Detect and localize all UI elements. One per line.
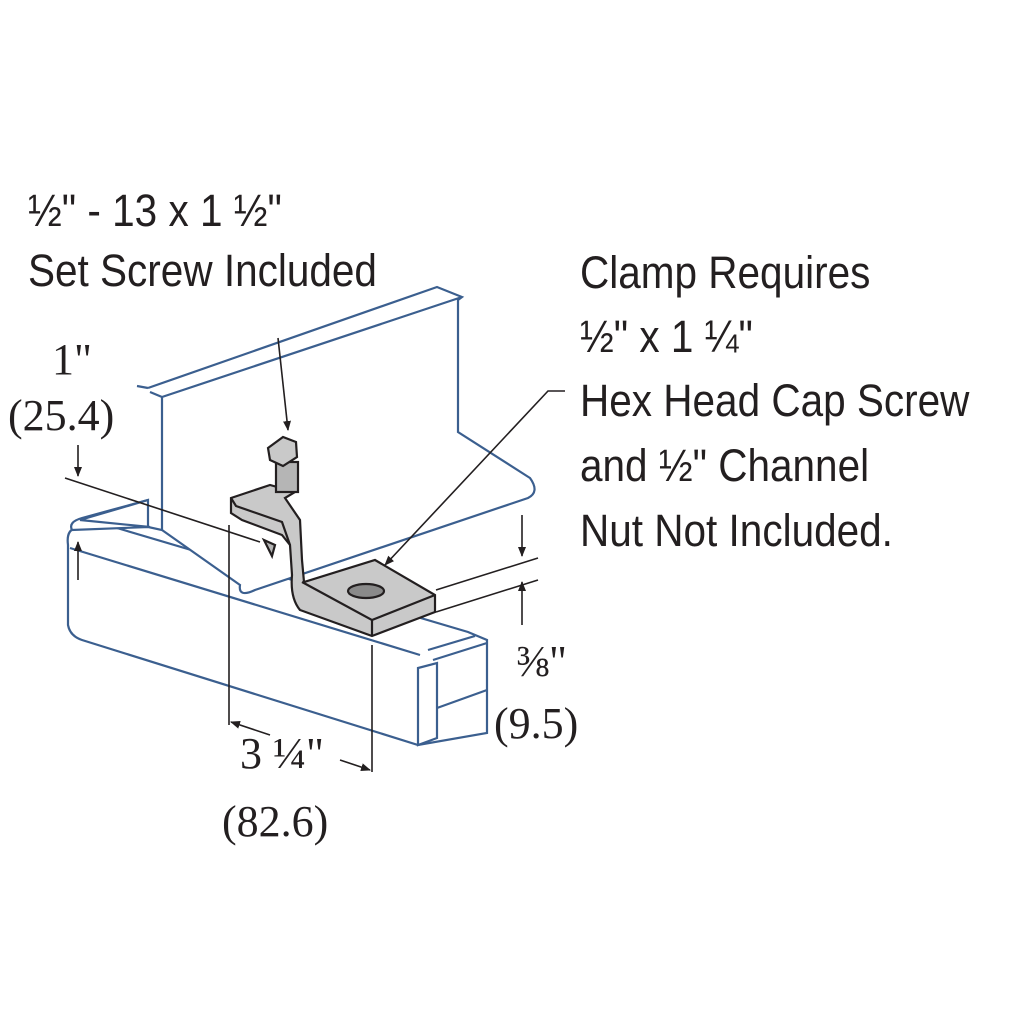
- beam-clamp: [229, 435, 437, 638]
- thickness-metric: (9.5): [494, 699, 579, 748]
- height-imperial: 1": [52, 335, 92, 384]
- height-metric: (25.4): [8, 391, 115, 440]
- length-imperial: 3 ¼": [240, 729, 324, 778]
- bolt-hole: [346, 582, 386, 600]
- clamp-note-line5: Nut Not Included.: [580, 505, 893, 556]
- clamp-note-line2: ½" x 1 ¼": [580, 311, 753, 362]
- strut-channel: [66, 518, 489, 747]
- set-screw-size: ½" - 13 x 1 ½": [28, 185, 282, 236]
- thickness-imperial: ⅜": [516, 637, 567, 686]
- clamp-note-line3: Hex Head Cap Screw: [580, 375, 970, 426]
- i-beam: [70, 285, 536, 595]
- screw-thread: [274, 460, 300, 494]
- dimension-lines: [64, 337, 565, 772]
- screw-head: [266, 435, 299, 468]
- length-metric: (82.6): [222, 797, 329, 846]
- clamp-note-line1: Clamp Requires: [580, 247, 871, 298]
- set-screw-note: Set Screw Included: [28, 245, 377, 296]
- clamp-note-line4: and ½" Channel: [580, 440, 870, 491]
